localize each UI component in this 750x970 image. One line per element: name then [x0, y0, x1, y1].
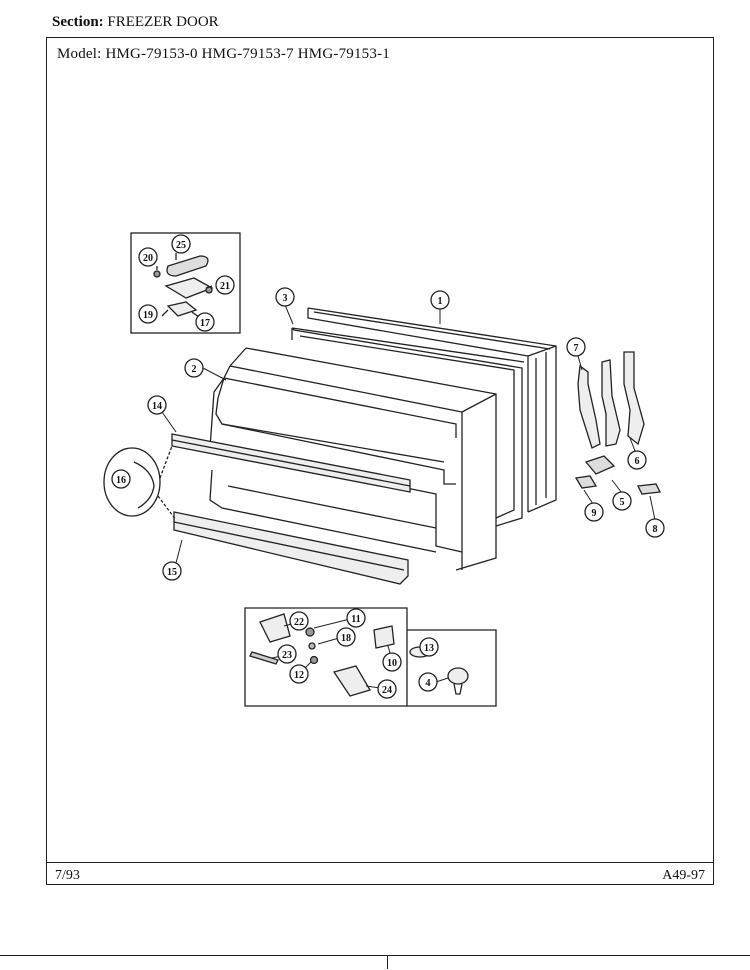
svg-text:24: 24	[382, 685, 392, 696]
svg-text:19: 19	[143, 310, 153, 321]
callout-3: 3	[275, 287, 295, 307]
model-line: Model: HMG-79153-0 HMG-79153-7 HMG-79153…	[57, 46, 390, 63]
section-value: FREEZER DOOR	[107, 14, 219, 30]
svg-text:6: 6	[635, 456, 640, 467]
callout-15: 15	[162, 561, 182, 581]
section-title: Section: FREEZER DOOR	[52, 14, 219, 31]
page-bottom-tick	[387, 955, 388, 969]
svg-text:18: 18	[341, 633, 351, 644]
callout-22: 22	[289, 611, 309, 631]
callout-5: 5	[612, 491, 632, 511]
outer-door-panel	[307, 307, 557, 513]
callout-4: 4	[418, 672, 438, 692]
svg-text:22: 22	[294, 617, 304, 628]
hinge-arm-7	[577, 364, 601, 449]
latch-assembly-24	[332, 665, 371, 697]
screw-part	[153, 270, 161, 278]
lower-shelf-rail	[173, 511, 409, 585]
upper-shelf-rail	[171, 433, 411, 493]
svg-text:7: 7	[574, 343, 579, 354]
callout-8: 8	[645, 518, 665, 538]
hinge-pin-8	[637, 483, 661, 495]
plug-inset	[407, 629, 497, 707]
callouts: 1 2 3 4 5 6 7 8 9 10 11 12 13 14 15 16 1…	[111, 234, 665, 699]
callout-17: 17	[195, 312, 215, 332]
callout-9: 9	[584, 502, 604, 522]
model-label: Model:	[57, 46, 102, 62]
svg-text:12: 12	[294, 670, 304, 681]
footer-page-code: A49-97	[662, 868, 705, 883]
hinge-bracket-part	[166, 301, 198, 317]
callout-16: 16	[111, 469, 131, 489]
svg-text:9: 9	[592, 508, 597, 519]
hinge-parts-right	[574, 351, 661, 495]
hinge-arm-5	[601, 359, 621, 447]
callout-23: 23	[277, 644, 297, 664]
callout-25: 25	[171, 234, 191, 254]
latch-inset	[244, 607, 408, 707]
svg-text:1: 1	[438, 296, 443, 307]
callout-12: 12	[289, 664, 309, 684]
svg-text:25: 25	[176, 240, 186, 251]
svg-text:13: 13	[424, 643, 434, 654]
hinge-inset-box	[130, 232, 241, 334]
footer-date: 7/93	[55, 868, 80, 883]
washer-12	[309, 655, 319, 665]
hinge-cover-part	[166, 255, 209, 277]
svg-text:10: 10	[387, 658, 397, 669]
hinge-plate-part	[164, 277, 214, 299]
svg-text:17: 17	[200, 318, 210, 329]
strike-plate-10	[373, 625, 395, 649]
latch-rod-23	[249, 651, 279, 665]
callout-24: 24	[377, 679, 397, 699]
callout-7: 7	[566, 337, 586, 357]
svg-text:23: 23	[282, 650, 292, 661]
section-label: Section:	[52, 14, 104, 30]
leader-lines	[161, 304, 656, 690]
svg-text:14: 14	[152, 401, 162, 412]
latch-bracket-22	[259, 613, 291, 643]
callout-11: 11	[346, 608, 366, 628]
hinge-arm-6	[623, 351, 645, 446]
hinge-plate-5	[584, 455, 616, 475]
callout-10: 10	[382, 652, 402, 672]
model-numbers: HMG-79153-0 HMG-79153-7 HMG-79153-1	[105, 46, 390, 62]
callout-19: 19	[138, 304, 158, 324]
callout-21: 21	[215, 275, 235, 295]
rail-end-cap-detail	[103, 445, 177, 521]
svg-text:15: 15	[167, 567, 177, 578]
svg-text:8: 8	[653, 524, 658, 535]
callout-13: 13	[419, 637, 439, 657]
callout-1: 1	[430, 290, 450, 310]
callout-14: 14	[147, 395, 167, 415]
callout-2: 2	[184, 358, 204, 378]
svg-text:21: 21	[220, 281, 230, 292]
plug-inset-box	[407, 629, 497, 707]
svg-text:4: 4	[426, 678, 431, 689]
svg-text:20: 20	[143, 253, 153, 264]
svg-text:16: 16	[116, 475, 126, 486]
svg-text:5: 5	[620, 497, 625, 508]
hinge-inset	[130, 232, 241, 334]
hinge-block-9	[574, 475, 598, 489]
svg-text:11: 11	[351, 614, 360, 625]
door-gasket	[291, 327, 525, 527]
footer-rule	[47, 862, 713, 863]
page-bottom-rule	[0, 955, 750, 956]
spring-11	[305, 627, 315, 637]
svg-text:3: 3	[283, 293, 288, 304]
callout-6: 6	[627, 450, 647, 470]
bushing-18	[308, 642, 316, 650]
callout-18: 18	[336, 627, 356, 647]
callout-20: 20	[138, 247, 158, 267]
svg-text:2: 2	[192, 364, 197, 375]
diagram-frame: Model: HMG-79153-0 HMG-79153-7 HMG-79153…	[46, 37, 714, 885]
plug-4	[447, 667, 469, 685]
